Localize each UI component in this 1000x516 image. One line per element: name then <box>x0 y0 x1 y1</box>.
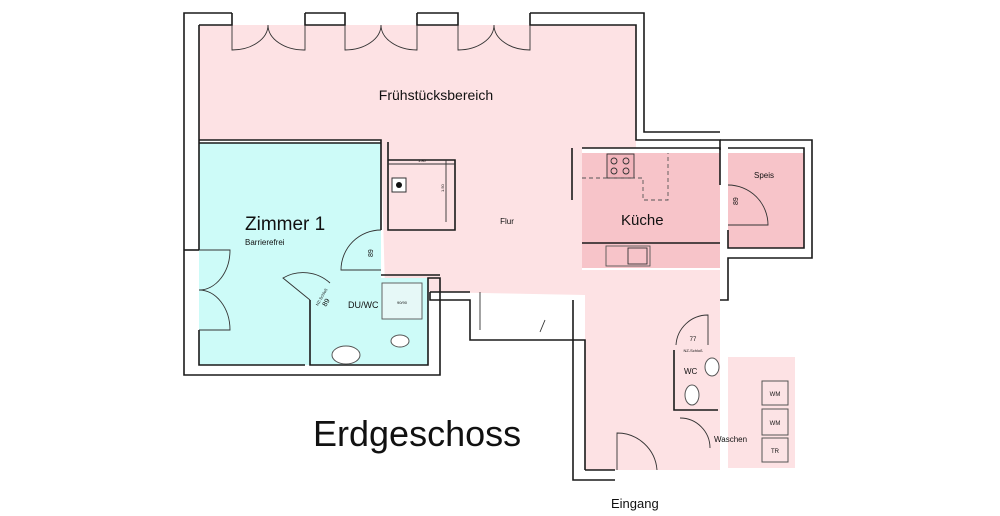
room1-sublabel: Barrierefrei <box>245 238 285 247</box>
bath1-label: DU/WC <box>348 300 379 310</box>
entrance-label: Eingang <box>611 496 659 511</box>
stove-icon <box>606 153 635 179</box>
wc-basin-icon <box>704 357 720 377</box>
wc-label: WC <box>684 367 698 376</box>
bath1-door[interactable] <box>282 272 331 301</box>
laundry-appliances <box>761 380 789 463</box>
pantry-label: Speis <box>754 171 774 180</box>
room1-window-door[interactable] <box>198 249 231 331</box>
hall-label: Flur <box>500 217 514 226</box>
entrance-door[interactable] <box>616 432 658 471</box>
hall-dim-width: 1.80 <box>418 158 427 163</box>
kitchen-label: Küche <box>621 212 664 229</box>
room1-label: Zimmer 1 <box>245 214 325 235</box>
shower-icon <box>381 282 423 320</box>
kitchen-door[interactable] <box>727 184 769 226</box>
room1-door[interactable] <box>340 229 382 271</box>
patio-doors[interactable] <box>231 24 531 51</box>
walls <box>183 12 813 481</box>
kitchen-door-width: 89 <box>733 197 740 205</box>
wc-toilet-icon <box>684 384 700 406</box>
wc-door-lock: NZ-Schloß <box>683 348 703 353</box>
wc-door[interactable] <box>675 314 709 346</box>
appliance-wm-2: WM <box>770 421 781 427</box>
appliance-wm-1: WM <box>770 392 781 398</box>
laundry-door[interactable] <box>679 417 711 449</box>
shower-size: 90/90 <box>397 300 408 305</box>
hall-dim-depth: 1.50 <box>440 183 445 192</box>
appliance-tr: TR <box>771 449 780 455</box>
kitchen-floor <box>582 153 720 268</box>
sink-icon <box>605 245 651 267</box>
breakfast-label: Frühstücksbereich <box>379 87 493 103</box>
room1-floor <box>199 143 428 365</box>
wc-door-width: 77 <box>690 337 697 343</box>
hall-breakfast-floor <box>199 25 720 470</box>
washbasin-icon <box>331 345 361 365</box>
bath1-door-width: 89 <box>322 298 332 308</box>
laundry-label: Waschen <box>714 435 747 444</box>
floor-title: Erdgeschoss <box>313 413 521 454</box>
room1-door-width: 89 <box>368 249 375 257</box>
pantry-floor <box>728 153 804 248</box>
toilet-icon <box>390 334 410 348</box>
dimension-lines <box>388 160 455 222</box>
hall-stairs-line <box>479 292 546 333</box>
